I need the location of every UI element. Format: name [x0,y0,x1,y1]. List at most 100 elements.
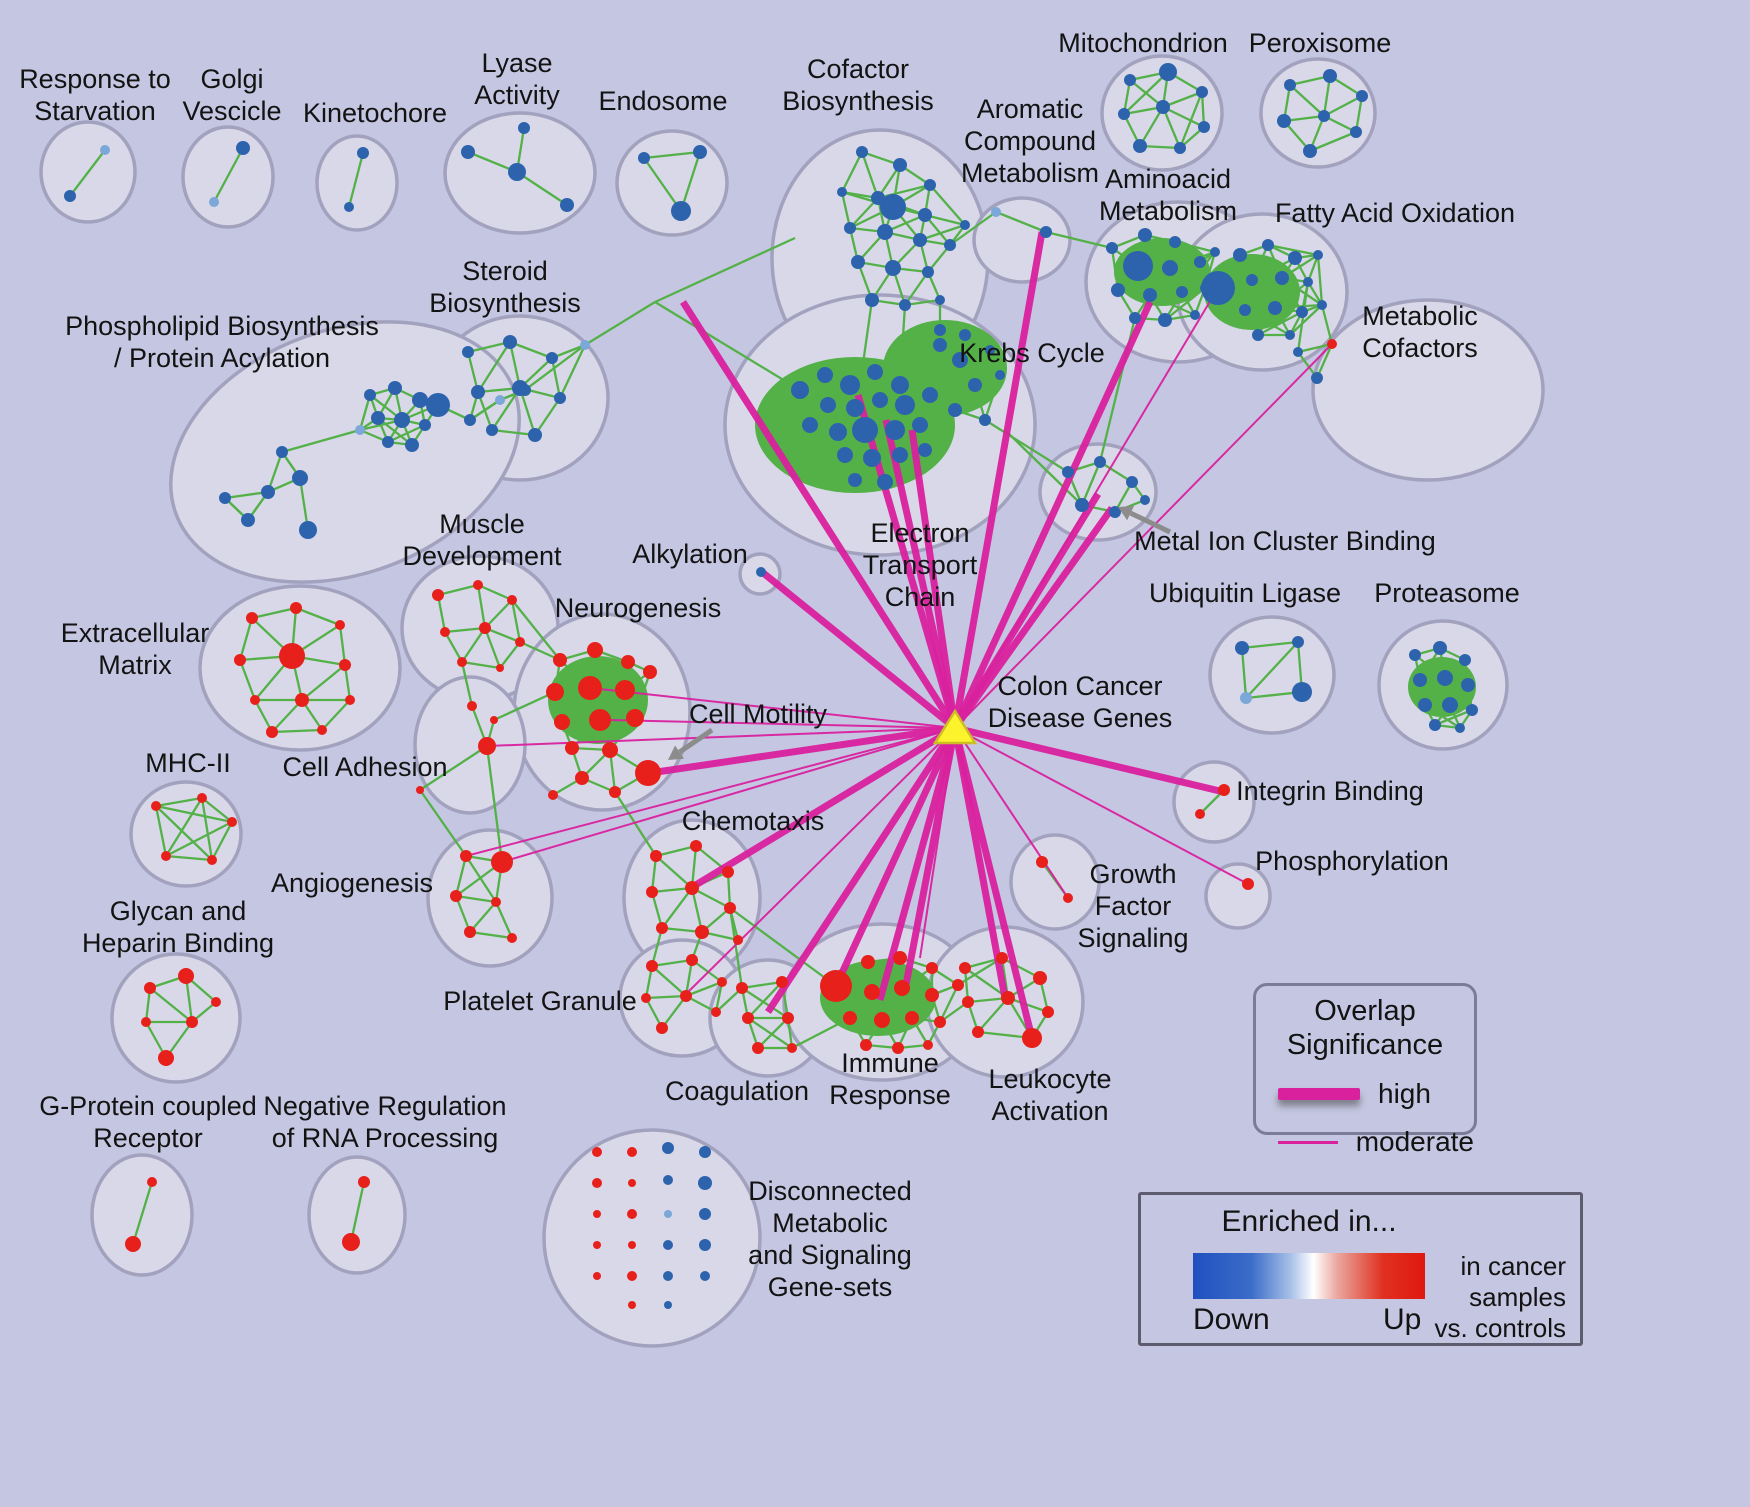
gene-set-node[interactable] [207,855,217,865]
gene-set-node[interactable] [1292,636,1304,648]
gene-set-node[interactable] [1123,251,1153,281]
gene-set-node[interactable] [1284,79,1296,91]
gene-set-node[interactable] [926,962,938,974]
gene-set-node[interactable] [1111,283,1125,297]
gene-set-node[interactable] [1418,698,1432,712]
gene-set-node[interactable] [867,364,883,380]
gene-set-node[interactable] [299,521,317,539]
gene-set-node[interactable] [912,417,928,433]
gene-set-node[interactable] [693,145,707,159]
gene-set-node[interactable] [934,1016,946,1028]
gene-set-node[interactable] [344,202,354,212]
gene-set-node[interactable] [664,1210,672,1218]
gene-set-node[interactable] [995,370,1005,380]
gene-set-node[interactable] [643,665,657,679]
gene-set-node[interactable] [905,1011,919,1025]
gene-set-node[interactable] [856,146,868,158]
gene-set-node[interactable] [885,260,901,276]
gene-set-node[interactable] [490,716,498,724]
gene-set-node[interactable] [918,443,932,457]
gene-set-node[interactable] [1158,313,1172,327]
gene-set-node[interactable] [1109,506,1121,518]
gene-set-node[interactable] [656,1022,668,1034]
gene-set-node[interactable] [507,933,517,943]
gene-set-node[interactable] [144,982,156,994]
gene-set-node[interactable] [519,384,531,396]
gene-set-node[interactable] [1413,673,1427,687]
gene-set-node[interactable] [899,299,911,311]
gene-set-node[interactable] [865,293,879,307]
gene-set-node[interactable] [1063,893,1073,903]
gene-set-node[interactable] [979,414,991,426]
gene-set-node[interactable] [1106,242,1118,254]
gene-set-node[interactable] [548,790,558,800]
gene-set-node[interactable] [464,926,476,938]
gene-set-node[interactable] [935,295,945,305]
gene-set-node[interactable] [820,397,836,413]
gene-set-node[interactable] [733,935,743,945]
gene-set-node[interactable] [388,381,402,395]
gene-set-node[interactable] [1268,301,1282,315]
gene-set-node[interactable] [592,1178,602,1188]
gene-set-node[interactable] [700,1271,710,1281]
gene-set-node[interactable] [880,194,906,220]
gene-set-node[interactable] [457,657,467,667]
gene-set-node[interactable] [440,627,450,637]
gene-set-node[interactable] [546,683,564,701]
gene-set-node[interactable] [589,709,611,731]
gene-set-node[interactable] [787,1043,797,1053]
gene-set-node[interactable] [756,567,766,577]
gene-set-node[interactable] [621,655,635,669]
gene-set-node[interactable] [1262,239,1274,251]
gene-set-node[interactable] [64,190,76,202]
gene-set-node[interactable] [496,664,504,672]
gene-set-node[interactable] [364,389,376,401]
gene-set-node[interactable] [1036,856,1048,868]
gene-set-node[interactable] [952,979,964,991]
gene-set-node[interactable] [891,376,909,394]
gene-set-node[interactable] [892,1042,904,1054]
gene-set-node[interactable] [554,392,566,404]
gene-set-node[interactable] [416,786,424,794]
gene-set-node[interactable] [197,793,207,803]
gene-set-node[interactable] [450,890,462,902]
gene-set-node[interactable] [690,840,702,852]
gene-set-node[interactable] [412,392,428,408]
gene-set-node[interactable] [592,1147,602,1157]
gene-set-node[interactable] [471,385,485,399]
gene-set-node[interactable] [578,676,602,700]
gene-set-node[interactable] [972,1026,984,1038]
gene-set-node[interactable] [1303,144,1317,158]
gene-set-node[interactable] [507,595,517,605]
gene-set-node[interactable] [874,1012,890,1028]
gene-set-node[interactable] [1156,100,1170,114]
gene-set-node[interactable] [952,352,968,368]
gene-set-node[interactable] [1159,63,1177,81]
gene-set-node[interactable] [861,955,875,969]
gene-set-node[interactable] [317,725,327,735]
gene-set-node[interactable] [1459,654,1471,666]
gene-set-node[interactable] [1252,329,1264,341]
gene-set-node[interactable] [628,1241,636,1249]
gene-set-node[interactable] [565,741,579,755]
gene-set-node[interactable] [473,580,483,590]
gene-set-node[interactable] [1323,69,1337,83]
gene-set-node[interactable] [782,1012,794,1024]
gene-set-node[interactable] [1075,498,1089,512]
gene-set-node[interactable] [1313,250,1323,260]
gene-set-node[interactable] [1240,692,1252,704]
gene-set-node[interactable] [1033,971,1047,985]
gene-set-node[interactable] [944,239,956,251]
gene-set-node[interactable] [722,866,734,878]
gene-set-node[interactable] [1094,456,1106,468]
gene-set-node[interactable] [528,428,542,442]
gene-set-node[interactable] [276,446,288,458]
gene-set-node[interactable] [186,1016,198,1028]
gene-set-node[interactable] [1350,126,1362,138]
gene-set-node[interactable] [968,378,982,392]
gene-set-node[interactable] [851,255,865,269]
gene-set-node[interactable] [1201,271,1235,305]
gene-set-node[interactable] [628,1179,636,1187]
gene-set-node[interactable] [211,997,221,1007]
gene-set-node[interactable] [852,417,878,443]
